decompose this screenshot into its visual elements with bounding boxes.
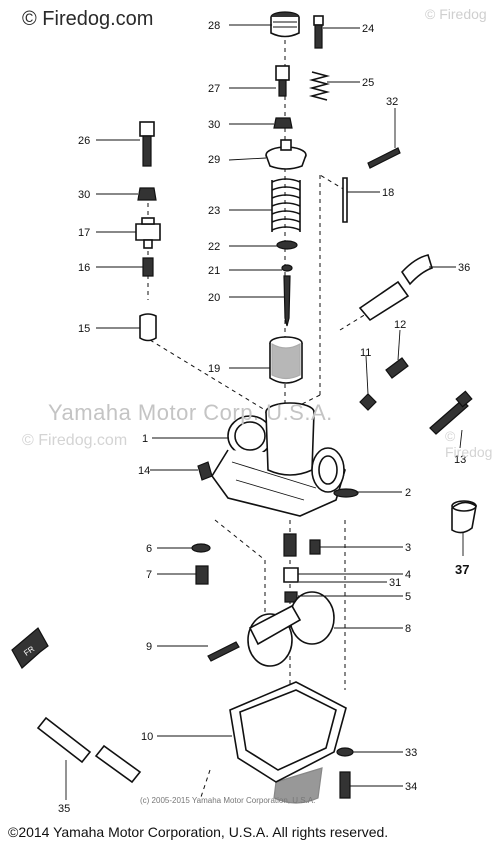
- callout-30-left: 30: [78, 189, 90, 201]
- callout-2: 2: [405, 487, 411, 499]
- part-3-main-jet: [309, 539, 321, 555]
- callout-21: 21: [208, 265, 220, 277]
- part-10-float-bowl: [229, 681, 347, 804]
- part-24-throttle-stop-screw: [313, 15, 324, 49]
- part-32-pilot-screw: [367, 147, 401, 169]
- callout-28: 28: [208, 20, 220, 32]
- callout-34: 34: [405, 781, 417, 793]
- watermark-top-left: © Firedog.com: [22, 8, 154, 30]
- callout-17: 17: [78, 227, 90, 239]
- callout-14: 14: [138, 465, 150, 477]
- watermark-mid-left: © Firedog.com: [22, 432, 128, 449]
- part-11-pilot-air-screw: [359, 393, 377, 411]
- part-7-drain-screw: [195, 565, 209, 585]
- callout-7: 7: [146, 569, 152, 581]
- callout-9: 9: [146, 641, 152, 653]
- part-6-washer: [191, 543, 211, 553]
- part-27-cable-adjuster: [275, 65, 290, 97]
- part-26-bolt: [139, 121, 155, 167]
- part-8-float: [247, 591, 335, 667]
- callout-25: 25: [362, 77, 374, 89]
- callout-29: 29: [208, 154, 220, 166]
- watermark-bottom: (c) 2005-2015 Yamaha Motor Corporation, …: [140, 796, 316, 805]
- callout-6: 6: [146, 543, 152, 555]
- part-1-carburetor-body: [211, 402, 346, 517]
- part-36-air-vent-hose: [358, 254, 433, 322]
- part-30-nut-left: [137, 187, 157, 201]
- callout-35: 35: [58, 803, 70, 815]
- alignment-lines: [147, 40, 406, 801]
- watermark-mid-right: © Firedog: [445, 428, 493, 460]
- callout-31: 31: [389, 577, 401, 589]
- leader-lines: [65, 24, 464, 800]
- callout-30-top: 30: [208, 119, 220, 131]
- callout-4: 4: [405, 569, 411, 581]
- part-22-needle-clip-plate: [276, 240, 298, 250]
- callout-8: 8: [405, 623, 411, 635]
- part-21-clip: [281, 264, 293, 272]
- part-20-jet-needle: [283, 275, 291, 327]
- callout-12: 12: [394, 319, 406, 331]
- callout-32: 32: [386, 96, 398, 108]
- part-35-overflow-tube: [36, 716, 142, 784]
- part-19-throttle-valve: [269, 336, 303, 384]
- callout-15: 15: [78, 323, 90, 335]
- watermark-top-right: © Firedog: [425, 6, 487, 22]
- part-34-drain-bolt: [339, 771, 351, 799]
- part-15-starter-plunger: [139, 313, 157, 342]
- callout-19: 19: [208, 363, 220, 375]
- callout-22: 22: [208, 241, 220, 253]
- part-23-throttle-valve-spring: [271, 178, 301, 232]
- callout-33: 33: [405, 747, 417, 759]
- callout-24: 24: [362, 23, 374, 35]
- callout-20: 20: [208, 292, 220, 304]
- part-2-gasket: [333, 488, 359, 498]
- part-29-mixing-chamber-top: [265, 139, 307, 170]
- part-3-main-jet-holder: [283, 533, 297, 557]
- part-18-pin: [342, 177, 348, 223]
- callout-37: 37: [455, 562, 469, 577]
- front-arrow-icon: FR: [11, 627, 49, 669]
- callout-11: 11: [360, 347, 371, 359]
- callout-10: 10: [141, 731, 153, 743]
- part-25-spring: [308, 71, 331, 101]
- callout-labels: 28 24 27 25 30 32 29 18 23 22 21 36 20 1…: [58, 20, 470, 815]
- callout-1: 1: [142, 433, 148, 445]
- callout-16: 16: [78, 262, 90, 274]
- watermark-center: Yamaha Motor Corp. U.S.A.: [48, 400, 333, 425]
- callout-3: 3: [405, 542, 411, 554]
- callout-5: 5: [405, 591, 411, 603]
- callout-36: 36: [458, 262, 470, 274]
- part-33-washer: [336, 747, 354, 757]
- part-37-cap: [451, 500, 477, 534]
- part-9-float-pin: [207, 641, 240, 662]
- callout-23: 23: [208, 205, 220, 217]
- part-13-throttle-screw: [429, 390, 473, 435]
- part-12-spring-screw: [385, 357, 409, 379]
- callout-13: 13: [454, 454, 466, 466]
- callout-18: 18: [382, 187, 394, 199]
- callout-27: 27: [208, 83, 220, 95]
- part-30-nut-top: [273, 117, 293, 129]
- copyright-notice: ©2014 Yamaha Motor Corporation, U.S.A. A…: [8, 824, 389, 840]
- part-16-spring: [142, 257, 154, 277]
- callout-26: 26: [78, 135, 90, 147]
- part-17-fitting: [135, 217, 161, 249]
- part-14-screw: [197, 461, 213, 481]
- part-28-mixing-chamber-cap: [270, 11, 300, 38]
- part-4-needle-jet: [283, 567, 299, 583]
